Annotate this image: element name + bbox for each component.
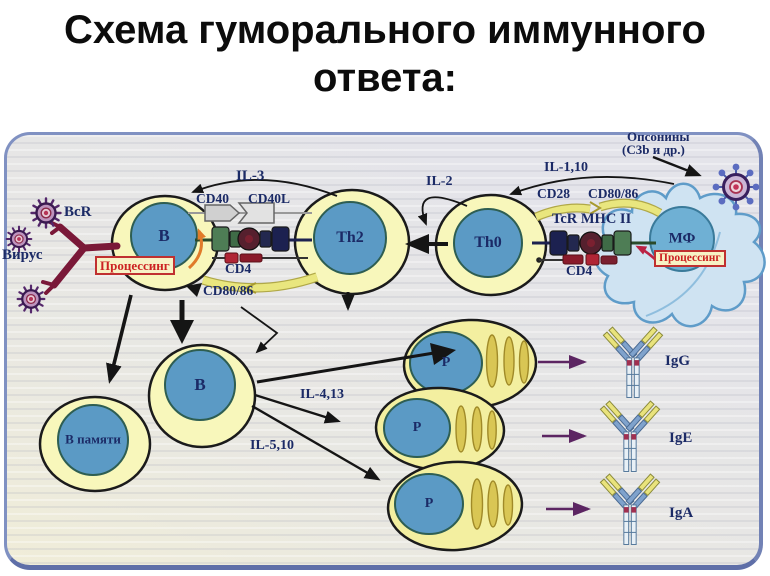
cd4-complex-left (212, 252, 308, 264)
il2-autocrine-arrow (417, 196, 468, 226)
cd28-cd80-86-band-right (534, 198, 663, 222)
virus-label: Вирус (2, 247, 43, 263)
igg-label: IgG (665, 353, 691, 369)
cd80-86-to-b2-arrow (240, 306, 279, 354)
plasma-cell-3-label: Р (424, 496, 434, 511)
plasma-cell-2 (374, 386, 506, 472)
b-cell-2 (147, 343, 257, 449)
th0-cell-label: Th0 (474, 234, 502, 251)
cd28-label: CD28 (537, 186, 570, 201)
cd80-86-band-left (201, 272, 319, 294)
il3-arrow (191, 179, 338, 197)
b-cell-1-label: В (158, 226, 170, 245)
b-cell-2-label: В (194, 375, 206, 394)
opsonized-virus-icon (712, 163, 760, 211)
il1-10-label: IL-1,10 (544, 160, 588, 175)
il5-10-label: IL-5,10 (250, 438, 294, 453)
bcr-label: BcR (64, 204, 92, 220)
cd40-cd40l-connector (188, 202, 312, 224)
ige-antibody-icon (600, 401, 659, 471)
memory-b-cell (38, 395, 152, 493)
il3-label: IL-3 (236, 168, 265, 184)
opsonins-label-line2: (С3b и др.) (622, 142, 685, 157)
il1-10-arrow (509, 176, 675, 196)
cd40-label: CD40 (196, 191, 229, 206)
igg-antibody-icon (603, 327, 662, 397)
plasma-cell-3 (386, 460, 524, 552)
opsonins-arrow (652, 155, 702, 177)
il4-13-label: IL-4,13 (300, 387, 344, 402)
il4-13-arrow (254, 393, 341, 424)
plasma-cell-1-label: Р (441, 355, 451, 370)
antibody-secretion-arrows (538, 355, 591, 516)
cd80-86-right-label: CD80/86 (588, 186, 639, 201)
iga-antibody-icon (600, 474, 659, 544)
cd4-left-label: CD4 (225, 261, 252, 276)
cd4-right-label: CD4 (566, 263, 593, 278)
cd40l-label: CD40L (248, 191, 291, 206)
ige-label: IgE (669, 430, 693, 446)
il5-10-arrow (251, 404, 381, 481)
b1-to-memory-arrow (106, 294, 133, 384)
b2-to-p1-arrow (256, 351, 435, 384)
plasma-cell-2-label: Р (412, 420, 422, 435)
macrophage-label: МФ (668, 230, 696, 247)
opsonins-label-line1: Опсонины (627, 129, 690, 144)
th2-cell (293, 188, 411, 296)
b1-processing-arrow (187, 228, 207, 270)
page-title: Схема гуморального иммунного ответа: (64, 8, 706, 100)
cd4-complex-right (536, 253, 618, 266)
th2-cell-label: Th2 (336, 229, 364, 246)
memory-b-cell-label: В памяти (65, 431, 121, 447)
cd80-86-left-label: CD80/86 (203, 283, 254, 298)
bcr-receptor (41, 220, 121, 295)
virus-icon (16, 284, 46, 314)
processing-label-macrophage: Процессинг (654, 250, 726, 267)
cd80-86-label-arrowhead (186, 283, 202, 297)
tcr-mhc2-label: TcR MHC II (552, 211, 632, 227)
arrows (106, 155, 702, 481)
processing-label-b-cell: Процессинг (95, 256, 175, 275)
il2-label: IL-2 (426, 174, 453, 189)
th0-cell (434, 193, 548, 297)
iga-label: IgA (669, 505, 694, 521)
plasma-cell-1 (402, 318, 538, 410)
